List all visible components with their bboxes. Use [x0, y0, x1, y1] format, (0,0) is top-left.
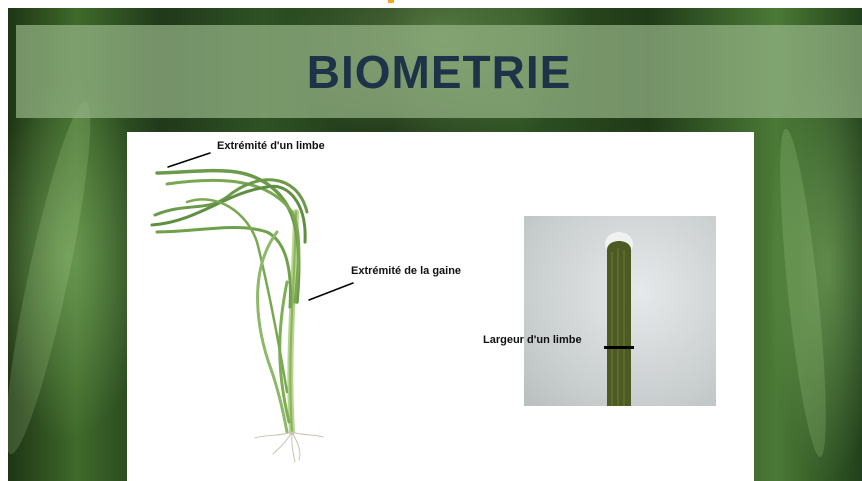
- title-banner: BIOMETRIE: [16, 25, 862, 118]
- label-leaf-width: Largeur d'un limbe: [483, 334, 582, 346]
- background-streak: [771, 127, 835, 458]
- slide-title: BIOMETRIE: [307, 45, 572, 99]
- accent-mark: [388, 0, 394, 3]
- label-sheath-tip: Extrémité de la gaine: [351, 265, 461, 277]
- leaf-blade-closeup: [524, 216, 716, 406]
- background-streak: [8, 98, 105, 458]
- illustration-canvas: Extrémité d'un limbe Extrémité de la gai…: [127, 132, 754, 481]
- leaf-blade-photo: [524, 216, 716, 406]
- slide: BIOMETRIE: [8, 8, 862, 481]
- label-leaf-tip: Extrémité d'un limbe: [217, 140, 325, 152]
